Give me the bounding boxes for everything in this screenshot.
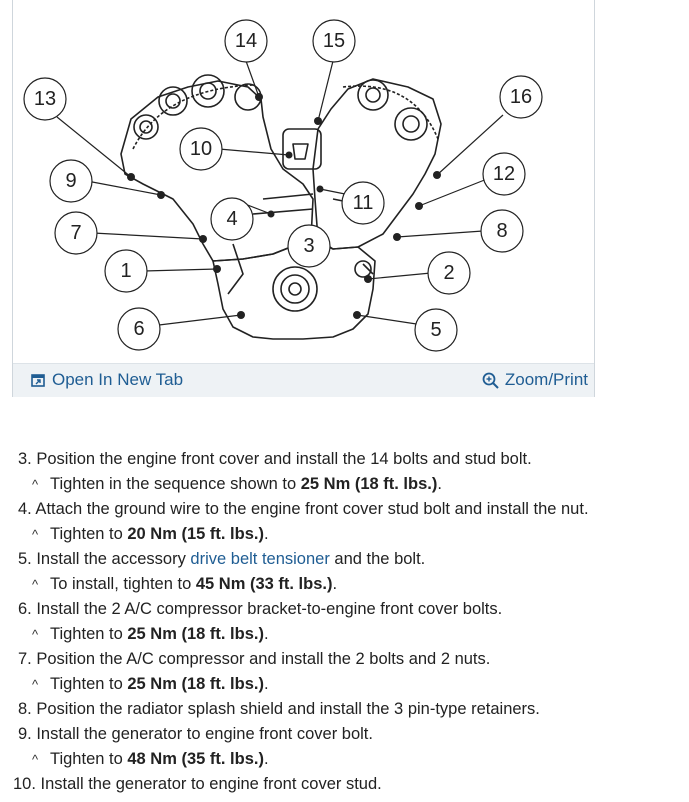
callout-label-13: 13: [34, 88, 56, 110]
callout-circle-7: [54, 211, 98, 255]
zoom-print-link[interactable]: Zoom/Print: [482, 370, 588, 390]
callout-label-6: 6: [133, 318, 144, 340]
caret-icon: ^: [32, 752, 39, 767]
callout-bubbles: [23, 19, 543, 352]
callout-circle-15: [312, 19, 356, 63]
step-7: 7. Position the A/C compressor and insta…: [18, 650, 491, 668]
step-9: 9. Install the generator to engine front…: [18, 725, 373, 743]
callout-label-10: 10: [190, 138, 212, 160]
callout-label-15: 15: [323, 30, 345, 52]
open-new-tab-icon: [31, 373, 46, 388]
callout-label-16: 16: [510, 86, 532, 108]
callout-label-8: 8: [496, 220, 507, 242]
callout-label-2: 2: [443, 262, 454, 284]
callout-label-3: 3: [303, 235, 314, 257]
callout-circle-12: [482, 152, 526, 196]
step-4: 4. Attach the ground wire to the engine …: [18, 500, 589, 518]
open-in-new-tab-link[interactable]: Open In New Tab: [31, 370, 183, 390]
callout-circle-2: [427, 251, 471, 295]
caret-icon: ^: [32, 527, 39, 542]
callout-label-12: 12: [493, 163, 515, 185]
step-8: 8. Position the radiator splash shield a…: [18, 700, 540, 718]
zoom-print-label: Zoom/Print: [504, 370, 588, 389]
step-10: 10. Install the generator to engine fron…: [13, 775, 382, 793]
right-cam-housing: [312, 78, 442, 250]
open-in-new-tab-label: Open In New Tab: [52, 370, 184, 389]
zoom-magnifier-icon: [482, 372, 499, 389]
callout-circle-13: [23, 77, 67, 121]
step-3: 3. Position the engine front cover and i…: [18, 450, 532, 468]
drive-belt-tensioner-link[interactable]: drive belt tensioner: [190, 550, 330, 568]
step-6: 6. Install the 2 A/C compressor bracket-…: [18, 600, 503, 618]
caret-icon: ^: [32, 477, 39, 492]
callout-circle-14: [224, 19, 268, 63]
callout-circle-5: [414, 308, 458, 352]
step-4-torque: ^Tighten to 20 Nm (15 ft. lbs.).: [18, 522, 683, 547]
callout-circle-10: [179, 127, 223, 171]
callout-label-9: 9: [65, 170, 76, 192]
callout-circle-8: [480, 209, 524, 253]
step-9-torque: ^Tighten to 48 Nm (35 ft. lbs.).: [18, 747, 683, 772]
step-6-torque: ^Tighten to 25 Nm (18 ft. lbs.).: [18, 622, 683, 647]
callout-label-4: 4: [226, 208, 237, 230]
caret-icon: ^: [32, 577, 39, 592]
callout-circle-9: [49, 159, 93, 203]
figure-toolbar: Open In New Tab Zoom/Print: [13, 363, 594, 397]
callout-label-14: 14: [235, 30, 257, 52]
callout-circle-16: [499, 75, 543, 119]
engine-front-cover-bolt-diagram[interactable]: 1 2 3 4 5 6 7 8 9 10 11 12 13 14 15 16: [13, 0, 596, 363]
callout-circle-3: [287, 224, 331, 268]
callout-circle-4: [210, 197, 254, 241]
callout-circle-6: [117, 307, 161, 351]
callout-label-5: 5: [430, 319, 441, 341]
caret-icon: ^: [32, 677, 39, 692]
step-5: 5. Install the accessory drive belt tens…: [18, 550, 426, 568]
callout-circle-11: [341, 181, 385, 225]
procedure-steps: 3. Position the engine front cover and i…: [13, 447, 683, 797]
caret-icon: ^: [32, 627, 39, 642]
callout-label-11: 11: [353, 192, 374, 214]
step-5-torque: ^To install, tighten to 45 Nm (33 ft. lb…: [18, 572, 683, 597]
step-3-torque: ^Tighten in the sequence shown to 25 Nm …: [18, 472, 683, 497]
step-7-torque: ^Tighten to 25 Nm (18 ft. lbs.).: [18, 672, 683, 697]
callout-label-1: 1: [120, 260, 131, 282]
figure-container: 1 2 3 4 5 6 7 8 9 10 11 12 13 14 15 16: [12, 0, 595, 397]
callout-label-7: 7: [70, 222, 81, 244]
callout-circle-1: [104, 249, 148, 293]
